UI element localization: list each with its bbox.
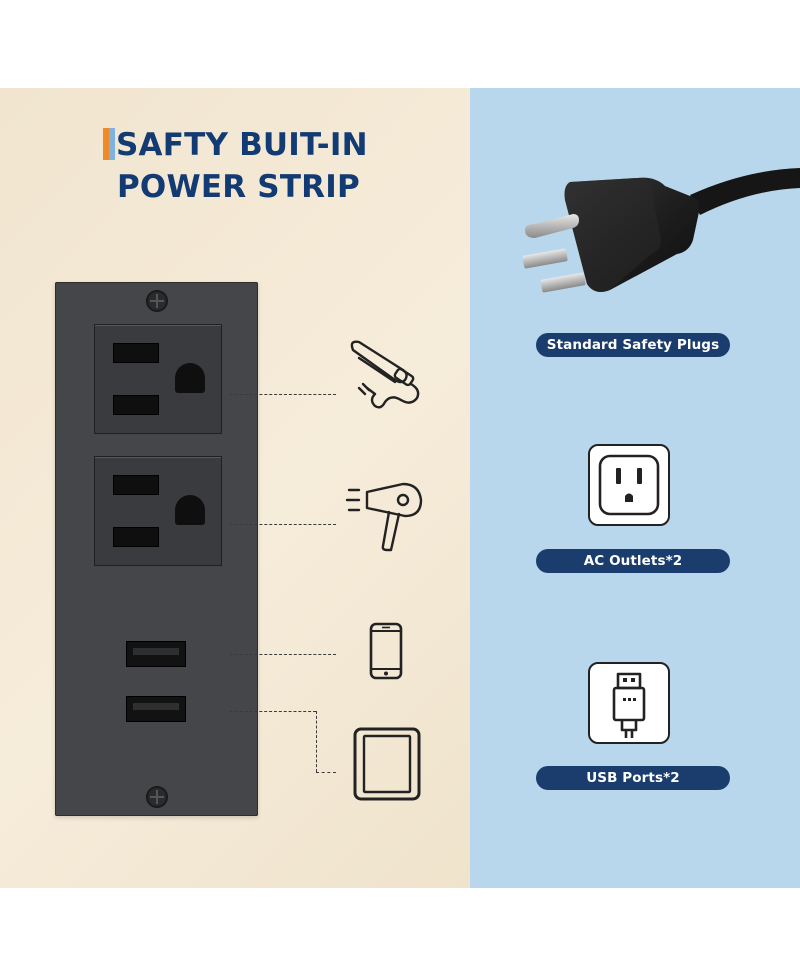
ac-outlet-1 xyxy=(94,324,222,434)
tablet-icon xyxy=(353,727,421,801)
connector-line xyxy=(230,524,336,525)
label-standard-safety-plugs: Standard Safety Plugs xyxy=(536,333,730,357)
connector-line xyxy=(230,654,336,655)
usb-icon xyxy=(612,672,646,738)
hair-dryer-icon xyxy=(345,482,423,552)
screw-bottom-icon xyxy=(146,786,168,808)
outlet-feature-box xyxy=(588,444,670,526)
connector-line xyxy=(316,772,336,773)
outlet-slot xyxy=(113,343,159,363)
headline-line-2: POWER STRIP xyxy=(117,169,360,205)
outlet-slot xyxy=(113,527,159,547)
outlet-icon xyxy=(598,454,660,516)
outlet-slot xyxy=(113,395,159,415)
usb-port-2 xyxy=(126,696,186,722)
label-usb-ports: USB Ports*2 xyxy=(536,766,730,790)
screw-top-icon xyxy=(146,290,168,312)
connector-line xyxy=(230,711,316,712)
outlet-ground-hole xyxy=(175,363,205,393)
title-accent-bar xyxy=(103,128,115,160)
connector-line xyxy=(230,394,336,395)
usb-port-1 xyxy=(126,641,186,667)
connector-line xyxy=(316,711,317,772)
power-strip xyxy=(55,282,258,816)
label-ac-outlets: AC Outlets*2 xyxy=(536,549,730,573)
outlet-slot xyxy=(113,475,159,495)
curling-iron-icon xyxy=(350,340,420,409)
plug-icon xyxy=(522,168,800,293)
product-stage: SAFTY BUIT-IN POWER STRIP xyxy=(0,88,800,888)
ac-outlet-2 xyxy=(94,456,222,566)
outlet-ground-hole xyxy=(175,495,205,525)
phone-icon xyxy=(369,622,403,680)
headline: SAFTY BUIT-IN POWER STRIP xyxy=(116,124,368,208)
usb-feature-box xyxy=(588,662,670,744)
headline-line-1: SAFTY BUIT-IN xyxy=(116,127,368,163)
